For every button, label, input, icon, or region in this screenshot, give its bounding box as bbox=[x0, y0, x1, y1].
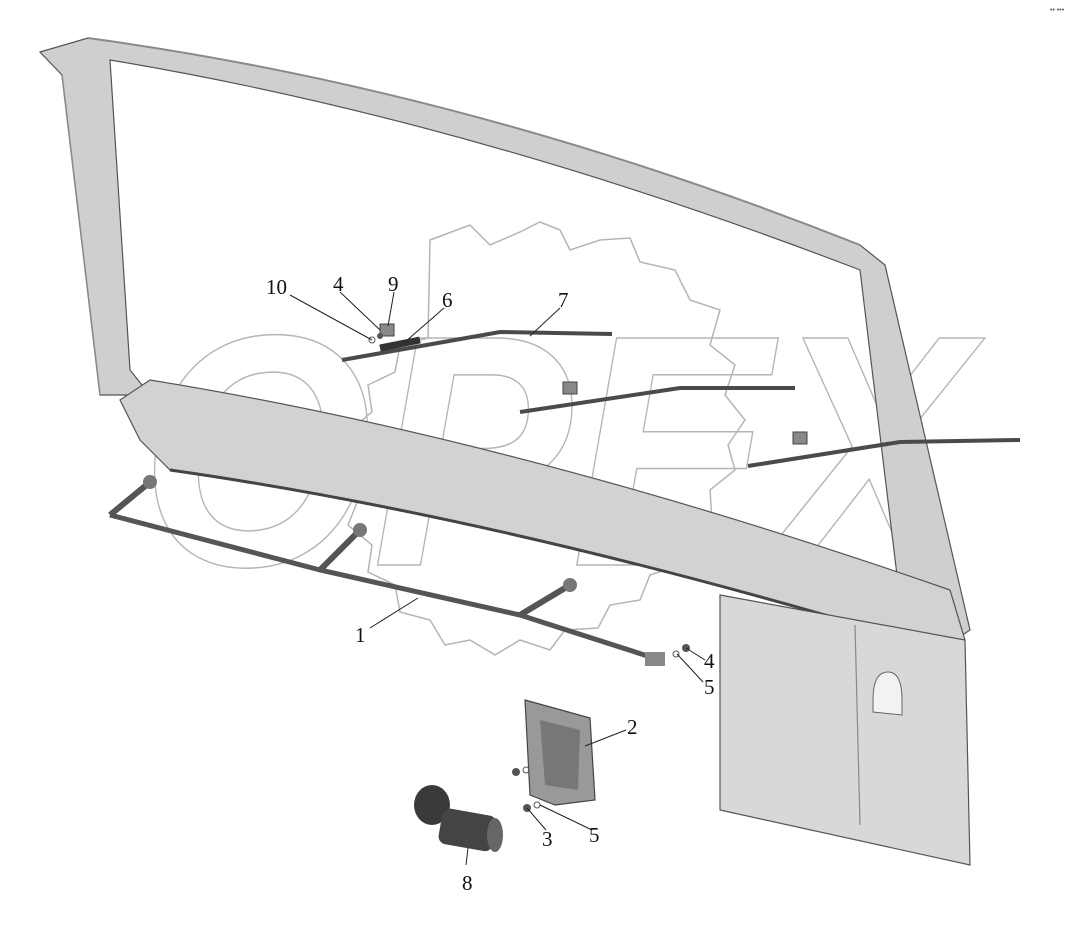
callout-5-right: 5 bbox=[704, 675, 715, 699]
corner-mark: •• ••• bbox=[1050, 7, 1065, 14]
callout-9: 9 bbox=[388, 272, 399, 296]
callout-7: 7 bbox=[558, 288, 569, 312]
callout-10: 10 bbox=[266, 275, 287, 299]
callout-2: 2 bbox=[627, 715, 638, 739]
wiper-motor bbox=[414, 785, 503, 852]
callout-4-right: 4 bbox=[704, 649, 715, 673]
leader-lines bbox=[289, 291, 706, 866]
motor-bracket bbox=[524, 699, 596, 806]
wiper-linkage bbox=[108, 475, 665, 666]
callout-3: 3 bbox=[542, 827, 553, 851]
callout-8: 8 bbox=[462, 871, 473, 895]
callout-5-bottom: 5 bbox=[589, 823, 600, 847]
callout-4-top: 4 bbox=[333, 272, 344, 296]
callout-labels: 10 4 9 6 7 1 4 5 2 3 5 8 bbox=[266, 272, 715, 895]
callout-1: 1 bbox=[355, 623, 366, 647]
callout-6: 6 bbox=[442, 288, 453, 312]
side-panel bbox=[719, 594, 971, 866]
wiper-blades bbox=[341, 323, 1021, 468]
